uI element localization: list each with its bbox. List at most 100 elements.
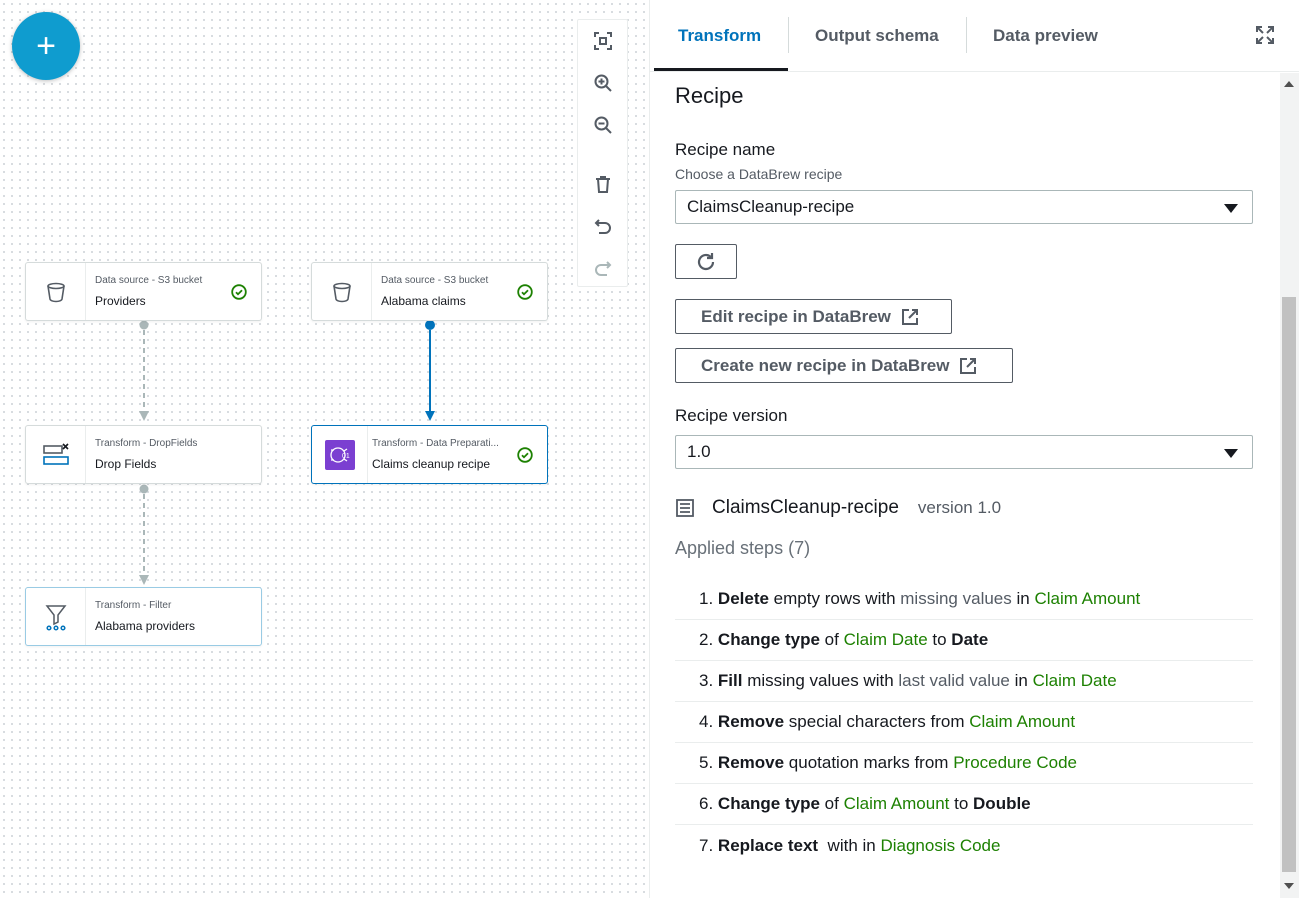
svg-text:01: 01 bbox=[342, 453, 350, 460]
step-text: missing values with bbox=[742, 671, 899, 690]
applied-steps-heading: Applied steps (7) bbox=[675, 538, 811, 558]
edge-dropfields-filter bbox=[139, 484, 149, 585]
step-text: quotation marks from bbox=[784, 753, 954, 772]
column-name: Claim Amount bbox=[969, 712, 1076, 731]
recipe-version-value: 1.0 bbox=[687, 442, 711, 461]
column-name: Claim Amount bbox=[843, 794, 950, 813]
redo-icon[interactable] bbox=[591, 256, 615, 280]
step-number: 3. bbox=[699, 671, 714, 690]
step-action: Remove bbox=[717, 712, 785, 731]
step-text: special characters from bbox=[784, 712, 970, 731]
step-text: with in bbox=[818, 835, 881, 855]
edit-recipe-button[interactable]: Edit recipe in DataBrew bbox=[675, 299, 952, 334]
recipe-step: 7. Replace text with in Diagnosis Code bbox=[675, 825, 1253, 866]
node-providers[interactable]: Data source - S3 bucket Providers bbox=[25, 262, 262, 321]
tab-divider bbox=[966, 17, 967, 53]
recipe-step: 3. Fill missing values with last valid v… bbox=[675, 661, 1253, 702]
delete-icon[interactable] bbox=[591, 172, 615, 196]
node-subtitle: Transform - Data Preparati... bbox=[372, 438, 499, 449]
step-text: of bbox=[819, 630, 844, 649]
step-action: Replace text bbox=[717, 835, 819, 855]
undo-icon[interactable] bbox=[591, 214, 615, 238]
expand-icon[interactable] bbox=[1254, 24, 1276, 46]
recipe-name-value: ClaimsCleanup-recipe bbox=[687, 197, 855, 216]
zoom-in-icon[interactable] bbox=[591, 71, 615, 95]
node-title: Claims cleanup recipe bbox=[372, 457, 491, 471]
node-title: Alabama claims bbox=[381, 294, 466, 308]
canvas-toolbar bbox=[577, 19, 628, 287]
column-name: Claim Date bbox=[1032, 671, 1117, 690]
workflow-canvas[interactable]: + bbox=[0, 0, 649, 898]
create-recipe-button[interactable]: Create new recipe in DataBrew bbox=[675, 348, 1013, 383]
success-check-icon bbox=[231, 284, 247, 300]
step-text: of bbox=[819, 794, 844, 813]
bucket-icon bbox=[312, 263, 372, 320]
step-number: 7. bbox=[699, 835, 714, 855]
applied-steps-list: 1. Delete empty rows with missing values… bbox=[675, 579, 1253, 866]
tab-output-schema[interactable]: Output schema bbox=[815, 26, 939, 45]
chevron-down-icon bbox=[1224, 449, 1238, 458]
document-icon bbox=[676, 499, 694, 517]
node-alabama-providers[interactable]: Transform - Filter Alabama providers bbox=[25, 587, 262, 646]
recipe-step: 6. Change type of Claim Amount to Double bbox=[675, 784, 1253, 825]
column-name: Claim Amount bbox=[1034, 589, 1141, 608]
step-action: Double bbox=[973, 794, 1031, 813]
step-text: empty rows with bbox=[768, 589, 901, 608]
step-action: Fill bbox=[717, 671, 743, 690]
panel-scrollbar[interactable] bbox=[1280, 73, 1299, 898]
node-title: Alabama providers bbox=[95, 619, 196, 633]
recipe-summary-header: ClaimsCleanup-recipe version 1.0 bbox=[675, 497, 1001, 519]
step-number: 6. bbox=[699, 794, 714, 813]
tab-transform[interactable]: Transform bbox=[678, 26, 762, 45]
fit-view-icon[interactable] bbox=[591, 29, 615, 53]
node-alabama-claims[interactable]: Data source - S3 bucket Alabama claims bbox=[311, 262, 548, 321]
recipe-name-select[interactable]: ClaimsCleanup-recipe bbox=[675, 190, 1253, 224]
databrew-icon: 01 bbox=[312, 426, 368, 483]
step-text: to bbox=[927, 630, 952, 649]
edge-claims-cleanup bbox=[425, 320, 435, 421]
recipe-summary-version: version 1.0 bbox=[917, 498, 1002, 517]
node-drop-fields[interactable]: Transform - DropFields Drop Fields bbox=[25, 425, 262, 484]
node-subtitle: Data source - S3 bucket bbox=[381, 275, 489, 286]
refresh-icon bbox=[697, 252, 715, 270]
add-node-button[interactable]: + bbox=[12, 12, 80, 80]
step-action: Change type bbox=[717, 794, 820, 813]
section-heading: Recipe bbox=[675, 83, 744, 108]
step-action: Remove bbox=[717, 753, 785, 772]
node-subtitle: Transform - DropFields bbox=[95, 438, 198, 449]
drop-fields-icon bbox=[26, 426, 86, 483]
external-link-icon bbox=[901, 308, 918, 325]
node-title: Drop Fields bbox=[95, 457, 157, 471]
edge-providers-dropfields bbox=[139, 320, 149, 421]
success-check-icon bbox=[517, 447, 533, 463]
column-name: Procedure Code bbox=[953, 753, 1077, 772]
tab-data-preview[interactable]: Data preview bbox=[993, 26, 1098, 45]
refresh-button[interactable] bbox=[675, 244, 737, 279]
step-action: Date bbox=[951, 630, 989, 649]
recipe-step: 4. Remove special characters from Claim … bbox=[675, 702, 1253, 743]
recipe-version-select[interactable]: 1.0 bbox=[675, 435, 1253, 469]
details-panel: Transform Output schema Data preview Rec… bbox=[649, 0, 1299, 898]
recipe-name-label: Recipe name bbox=[675, 140, 776, 159]
step-number: 5. bbox=[699, 753, 714, 772]
success-check-icon bbox=[517, 284, 533, 300]
zoom-out-icon[interactable] bbox=[591, 113, 615, 137]
column-name: Claim Date bbox=[843, 630, 928, 649]
scroll-thumb[interactable] bbox=[1282, 297, 1296, 872]
recipe-step: 5. Remove quotation marks from Procedure… bbox=[675, 743, 1253, 784]
recipe-step: 2. Change type of Claim Date to Date bbox=[675, 620, 1253, 661]
external-link-icon bbox=[960, 357, 977, 374]
recipe-summary-name: ClaimsCleanup-recipe bbox=[712, 497, 899, 518]
create-recipe-label: Create new recipe in DataBrew bbox=[701, 355, 950, 375]
edit-recipe-label: Edit recipe in DataBrew bbox=[701, 306, 891, 326]
step-text: in bbox=[1011, 589, 1035, 608]
filter-icon bbox=[26, 588, 86, 645]
recipe-name-description: Choose a DataBrew recipe bbox=[675, 166, 843, 182]
tab-divider bbox=[788, 17, 789, 53]
active-tab-indicator bbox=[654, 68, 788, 71]
node-subtitle: Data source - S3 bucket bbox=[95, 275, 203, 286]
node-claims-cleanup[interactable]: 01 Transform - Data Preparati... Claims … bbox=[311, 425, 548, 484]
scroll-down-icon[interactable] bbox=[1284, 883, 1294, 889]
scroll-up-icon[interactable] bbox=[1284, 81, 1294, 87]
node-title: Providers bbox=[95, 294, 146, 308]
